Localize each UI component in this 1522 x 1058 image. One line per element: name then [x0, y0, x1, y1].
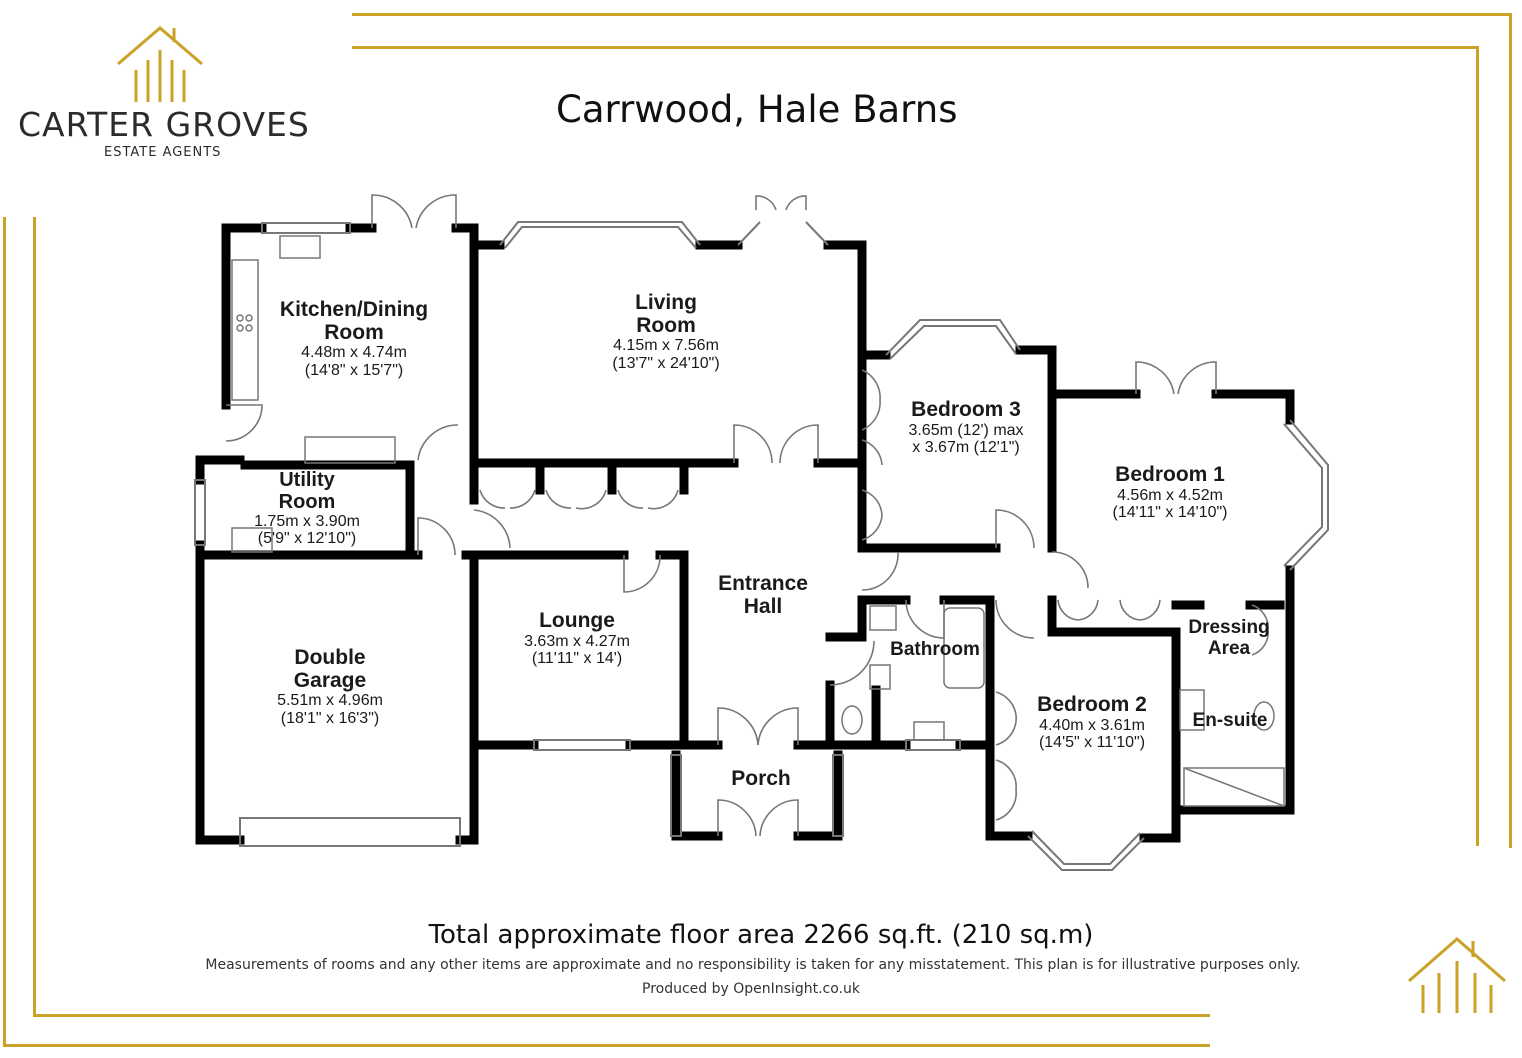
room-dimensions-imperial: (13'7" x 24'10") [612, 354, 720, 372]
room-dimensions-metric: 5.51m x 4.96m [277, 692, 383, 710]
room-name: Bedroom 3 [911, 398, 1021, 421]
room-name: Living [635, 291, 697, 314]
windows [194, 221, 1329, 871]
house-outline-icon [1408, 937, 1506, 1013]
room-name: Bathroom [890, 639, 980, 660]
room-dimensions-metric: 3.65m (12') max [908, 421, 1024, 439]
room-dimensions-imperial: (5'9" x 12'10") [257, 530, 357, 548]
frame-left-outer [3, 217, 6, 1047]
frame-bottom-outer [3, 1044, 1210, 1047]
brand-tagline: ESTATE AGENTS [104, 145, 222, 160]
room-label-lounge: Lounge 3.63m x 4.27m (11'11" x 14') [524, 609, 630, 667]
producer-credit: Produced by OpenInsight.co.uk [642, 981, 860, 997]
room-name: Entrance [718, 572, 808, 595]
room-name: Lounge [539, 609, 615, 632]
room-name: Kitchen/Dining [279, 298, 429, 321]
room-label-utility: Utility Room 1.75m x 3.90m (5'9" x 12'10… [254, 469, 360, 548]
room-name: Bedroom 1 [1115, 463, 1225, 486]
room-name: Porch [731, 767, 791, 790]
room-name: Hall [743, 594, 783, 618]
room-dimensions-imperial: x 3.67m (12'1") [912, 438, 1020, 456]
room-name: Room [324, 320, 384, 344]
room-dimensions-imperial: (14'11" x 14'10") [1112, 503, 1228, 521]
frame-top-inner [352, 46, 1479, 49]
house-outline-icon [117, 26, 203, 102]
room-dimensions-metric: 4.48m x 4.74m [301, 344, 407, 362]
room-dimensions-imperial: (18'1" x 16'3") [280, 709, 380, 727]
room-dimensions-metric: 1.75m x 3.90m [254, 513, 360, 531]
walls [195, 223, 1295, 845]
room-name: Utility [279, 469, 335, 491]
room-label-porch: Porch [731, 767, 791, 791]
room-name: En-suite [1192, 710, 1268, 731]
frame-right-inner [1476, 46, 1479, 846]
room-dimensions-imperial: (14'8" x 15'7") [304, 361, 404, 379]
room-name: Bedroom 2 [1037, 693, 1147, 716]
room-label-hall: Entrance Hall [718, 572, 808, 618]
room-label-living: Living Room 4.15m x 7.56m (13'7" x 24'10… [612, 291, 720, 372]
room-dimensions-metric: 4.15m x 7.56m [613, 337, 719, 355]
brand-name: CARTER GROVES [18, 105, 310, 144]
fixtures [231, 235, 1285, 807]
room-dimensions-metric: 3.63m x 4.27m [524, 632, 630, 650]
room-label-ensuite: En-suite [1192, 710, 1268, 732]
room-name: Room [278, 490, 336, 513]
frame-right-outer [1509, 13, 1512, 848]
doors [225, 194, 1269, 837]
room-label-bedroom1: Bedroom 1 4.56m x 4.52m (14'11" x 14'10"… [1112, 463, 1228, 521]
room-label-garage: Double Garage 5.51m x 4.96m (18'1" x 16'… [277, 646, 383, 727]
room-dimensions-metric: 4.56m x 4.52m [1117, 486, 1223, 504]
frame-bottom-inner [33, 1014, 1210, 1017]
total-floor-area: Total approximate floor area 2266 sq.ft.… [428, 920, 1094, 950]
disclaimer: Measurements of rooms and any other item… [205, 957, 1301, 973]
room-name: Double [294, 646, 366, 669]
room-label-dressing: Dressing Area [1188, 617, 1270, 659]
room-name: Dressing [1188, 617, 1270, 638]
room-name: Room [636, 313, 696, 337]
room-name: Area [1207, 637, 1251, 659]
room-name: Garage [293, 668, 367, 692]
room-label-bedroom2: Bedroom 2 4.40m x 3.61m (14'5" x 11'10") [1037, 693, 1147, 751]
room-label-kitchen: Kitchen/Dining Room 4.48m x 4.74m (14'8"… [279, 298, 429, 379]
room-dimensions-imperial: (11'11" x 14') [531, 649, 623, 667]
room-dimensions-imperial: (14'5" x 11'10") [1038, 733, 1146, 751]
frame-top-outer [352, 13, 1512, 16]
room-dimensions-metric: 4.40m x 3.61m [1039, 716, 1145, 734]
property-title: Carrwood, Hale Barns [556, 88, 958, 131]
room-label-bathroom: Bathroom [890, 639, 980, 661]
room-label-bedroom3: Bedroom 3 3.65m (12') max x 3.67m (12'1"… [908, 398, 1024, 456]
frame-left-inner [33, 217, 36, 1017]
